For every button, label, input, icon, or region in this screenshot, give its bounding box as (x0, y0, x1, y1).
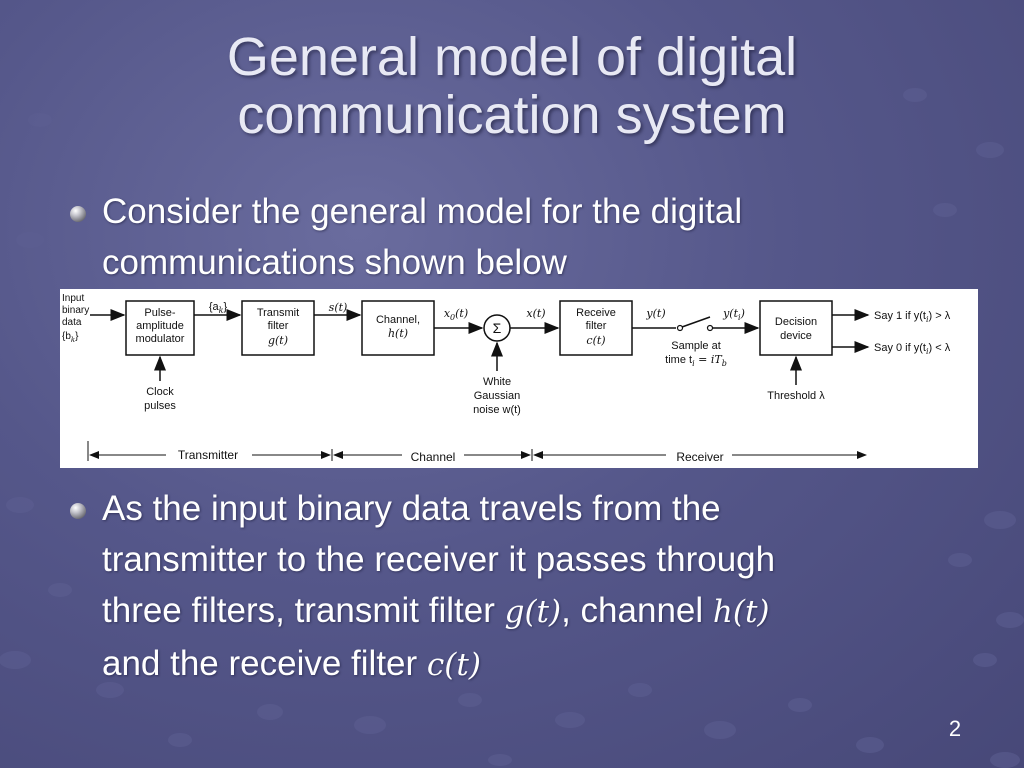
svg-text:{bk}: {bk} (62, 331, 79, 344)
title-line-2: communication system (237, 85, 787, 145)
svg-text:h(t): h(t) (388, 327, 408, 340)
svg-text:time ti = iTb: time ti = iTb (665, 353, 727, 368)
svg-text:Clock: Clock (146, 386, 174, 398)
bullet-icon (70, 206, 86, 222)
st-label: s(t) (329, 301, 348, 314)
bullet-text-1: Consider the general model for the digit… (102, 192, 743, 282)
sigma-symbol: Σ (493, 320, 502, 336)
svg-text:Receive: Receive (576, 307, 616, 319)
receive-filter-label: Receive filter c(t) (576, 307, 616, 347)
x0t-label: x0(t) (444, 307, 468, 322)
svg-text:c(t): c(t) (586, 334, 605, 347)
transmit-filter-box (241, 300, 315, 356)
svg-text:binary: binary (62, 305, 89, 316)
ak-label: {ak} (209, 301, 228, 315)
clock-label: Clock pulses (144, 386, 176, 412)
svg-text:Channel,: Channel, (376, 314, 420, 326)
svg-text:filter: filter (586, 320, 607, 332)
block-diagram-svg: Input binary data {bk} Pulse- amplitude … (62, 293, 951, 464)
input-label: Input binary data {bk} (62, 293, 89, 344)
slide-title: General model of digital communication s… (0, 28, 1024, 144)
yti-label: y(ti) (722, 307, 745, 322)
svg-text:Sample at: Sample at (671, 340, 721, 352)
svg-text:pulses: pulses (144, 400, 176, 412)
svg-text:Pulse-: Pulse- (144, 307, 176, 319)
svg-text:Input: Input (62, 293, 84, 304)
svg-text:g(t): g(t) (268, 334, 288, 347)
bullet-icon (70, 503, 86, 519)
section-channel: Channel (411, 450, 456, 464)
yt-label: y(t) (645, 307, 665, 320)
svg-text:Transmit: Transmit (257, 307, 299, 319)
noise-label: White Gaussian noise w(t) (473, 376, 521, 416)
bullet-text-2: As the input binary data travels from th… (102, 489, 776, 683)
svg-text:device: device (780, 330, 812, 342)
xt-label: x(t) (526, 307, 545, 320)
svg-text:modulator: modulator (136, 333, 185, 345)
channel-label: Channel, h(t) (376, 314, 420, 340)
threshold-label: Threshold λ (767, 390, 825, 402)
svg-text:White: White (483, 376, 511, 388)
title-line-1: General model of digital (226, 27, 798, 87)
svg-text:Gaussian: Gaussian (474, 390, 520, 402)
output-1-label: Say 1 if y(ti) > λ (874, 310, 951, 324)
svg-text:filter: filter (268, 320, 289, 332)
decision-device-box (759, 300, 833, 356)
transmit-filter-label: Transmit filter g(t) (257, 307, 299, 347)
svg-text:noise w(t): noise w(t) (473, 404, 521, 416)
block-diagram: Input binary data {bk} Pulse- amplitude … (60, 289, 978, 468)
pam-box (125, 300, 195, 356)
section-receiver: Receiver (676, 450, 723, 464)
page-number: 2 (948, 716, 962, 741)
pam-label: Pulse- amplitude modulator (136, 307, 185, 345)
sample-label: Sample at time ti = iTb (665, 340, 727, 368)
svg-text:Decision: Decision (775, 316, 817, 328)
svg-text:amplitude: amplitude (136, 320, 184, 332)
section-transmitter: Transmitter (178, 448, 238, 462)
decision-device-label: Decision device (775, 316, 817, 342)
svg-text:data: data (62, 317, 82, 328)
output-0-label: Say 0 if y(ti) < λ (874, 342, 951, 356)
